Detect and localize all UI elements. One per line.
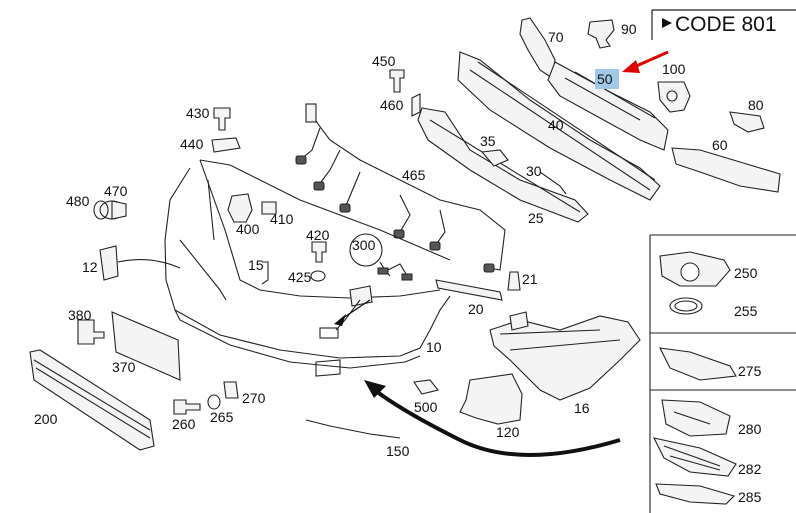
red-arrowhead-icon xyxy=(622,60,640,73)
bracket-16-tab xyxy=(509,311,529,331)
label-470: 470 xyxy=(104,183,128,199)
label-370: 370 xyxy=(112,359,136,375)
label-425: 425 xyxy=(288,269,312,285)
highlight-box-50 xyxy=(595,69,619,89)
label-270: 270 xyxy=(242,390,266,406)
label-35: 35 xyxy=(480,133,496,149)
fog-ring-255 xyxy=(669,297,703,315)
label-150: 150 xyxy=(386,443,410,459)
label-60: 60 xyxy=(712,137,728,153)
sensor-holder-400 xyxy=(227,193,253,223)
label-420: 420 xyxy=(306,227,330,243)
clip-270 xyxy=(223,381,239,399)
strip-20 xyxy=(435,279,503,301)
clip-440 xyxy=(211,137,241,153)
label-430: 430 xyxy=(186,105,210,121)
rail-25 xyxy=(417,107,589,223)
guide-120 xyxy=(459,373,523,425)
trim-150 xyxy=(305,419,401,439)
clip-460 xyxy=(411,93,421,117)
screw-420 xyxy=(311,241,327,263)
grille-200 xyxy=(29,349,155,451)
absorber-60 xyxy=(671,147,781,193)
label-400: 400 xyxy=(236,221,260,237)
screw-410 xyxy=(261,201,277,215)
bracket-12 xyxy=(99,245,181,281)
side-panels xyxy=(649,234,796,513)
washer-265 xyxy=(207,394,221,410)
fog-strip-285 xyxy=(655,483,736,505)
label-255: 255 xyxy=(734,303,758,319)
label-70: 70 xyxy=(548,29,564,45)
label-15: 15 xyxy=(248,257,264,273)
label-460: 460 xyxy=(380,97,404,113)
label-285: 285 xyxy=(738,489,762,505)
label-480: 480 xyxy=(66,193,90,209)
sensor-470 xyxy=(99,200,127,220)
label-260: 260 xyxy=(172,416,196,432)
bracket-90 xyxy=(587,19,615,49)
screw-260 xyxy=(173,399,201,415)
label-200: 200 xyxy=(34,411,58,427)
assembly-arrowhead-icon xyxy=(364,380,386,398)
label-450: 450 xyxy=(372,53,396,69)
red-arrow-shaft xyxy=(631,50,669,70)
label-21: 21 xyxy=(522,271,538,287)
clip-15 xyxy=(261,261,269,285)
bracket-70 xyxy=(519,17,556,79)
label-25: 25 xyxy=(528,210,544,226)
label-10: 10 xyxy=(426,339,442,355)
fog-frame-280 xyxy=(661,399,731,437)
code-pointer-icon xyxy=(662,18,672,28)
label-16: 16 xyxy=(574,400,590,416)
screw-450 xyxy=(389,69,405,93)
code-text: CODE 801 xyxy=(675,13,777,36)
ring-480 xyxy=(93,200,109,220)
label-265: 265 xyxy=(210,409,234,425)
assembly-arrow xyxy=(370,386,621,457)
bracket-35 xyxy=(480,149,509,167)
label-12: 12 xyxy=(82,259,98,275)
bracket-80 xyxy=(729,111,765,133)
screw-380 xyxy=(77,319,105,345)
beam-40 xyxy=(457,51,661,201)
washer-425 xyxy=(310,270,326,282)
bumper-cover-10 xyxy=(164,159,451,377)
bracket-500 xyxy=(413,379,439,395)
code-801-box: CODE 801 xyxy=(651,9,796,40)
connector-arrowhead-icon xyxy=(334,314,346,326)
label-120: 120 xyxy=(496,424,520,440)
label-500: 500 xyxy=(414,399,438,415)
bracket-16 xyxy=(489,315,641,401)
absorber-50 xyxy=(547,61,669,151)
fog-frame-250 xyxy=(659,251,731,287)
label-440: 440 xyxy=(180,136,204,152)
label-80: 80 xyxy=(748,97,764,113)
camera-300 xyxy=(335,233,413,331)
label-90: 90 xyxy=(621,21,637,37)
label-250: 250 xyxy=(734,265,758,281)
label-300: 300 xyxy=(352,237,376,253)
part-labels: 90 70 50 100 80 60 40 450 460 430 440 35… xyxy=(34,21,764,505)
screw-430 xyxy=(213,107,231,131)
label-380: 380 xyxy=(68,307,92,323)
label-20: 20 xyxy=(468,301,484,317)
label-30: 30 xyxy=(526,163,542,179)
bracket-30 xyxy=(539,171,567,195)
label-282: 282 xyxy=(738,461,762,477)
label-100: 100 xyxy=(662,61,686,77)
wiring-harness-465 xyxy=(295,103,506,273)
label-465: 465 xyxy=(402,167,426,183)
label-275: 275 xyxy=(738,363,762,379)
label-40: 40 xyxy=(548,117,564,133)
label-410: 410 xyxy=(270,211,294,227)
label-50: 50 xyxy=(597,71,613,87)
fog-grille-282 xyxy=(652,437,737,477)
clip-21 xyxy=(507,271,521,291)
license-plate-370 xyxy=(111,311,181,381)
fog-trim-275 xyxy=(659,347,737,381)
bracket-100 xyxy=(657,81,691,113)
label-280: 280 xyxy=(738,421,762,437)
